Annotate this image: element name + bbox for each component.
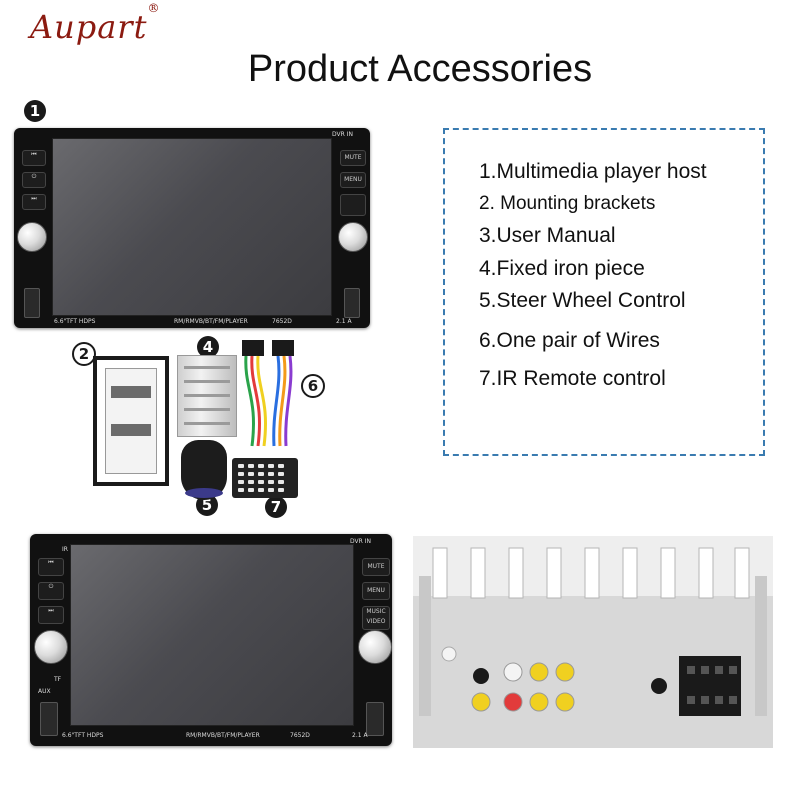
screen-spec-label: 6.6"TFT HDPS	[62, 732, 104, 739]
head-unit-top: ⏮ ⏻ ⏭ MUTE MENU DVR IN 6.6"TFT HDPS RM/R…	[14, 128, 370, 328]
menu-button-label: MENU	[340, 172, 366, 188]
volume-knob	[17, 222, 47, 252]
mode-button: ⏻	[22, 172, 46, 188]
fixed-iron-piece-image	[177, 355, 237, 437]
usb-slot	[366, 702, 384, 736]
mode-button: ⏻	[38, 582, 64, 600]
brand-logo: Aupart®	[30, 1, 160, 46]
tf-slot	[24, 288, 40, 318]
menu-button-label: MENU	[362, 582, 390, 600]
music-video-button	[340, 194, 366, 216]
list-item: 3.User Manual	[479, 224, 616, 247]
player-spec-label: RM/RMVB/BT/FM/PLAYER	[186, 732, 260, 739]
usb-rating-label: 2.1 A	[352, 732, 368, 739]
player-spec-label: RM/RMVB/BT/FM/PLAYER	[174, 318, 248, 325]
callout-1: 1	[24, 100, 46, 122]
mute-button-label: MUTE	[340, 150, 366, 166]
callout-6: 6	[301, 374, 325, 398]
list-item: 4.Fixed iron piece	[479, 257, 645, 280]
aux-label: AUX	[38, 688, 51, 695]
callout-7: 7	[265, 496, 287, 518]
tf-slot	[40, 702, 58, 736]
prev-button: ⏮	[38, 558, 64, 576]
ir-label: IR	[62, 546, 68, 553]
manual-photo-1	[111, 386, 151, 398]
accessories-list: 1.Multimedia player host 2. Mounting bra…	[443, 128, 765, 456]
registered-mark: ®	[147, 1, 161, 16]
head-unit-front: ⏮ ⏻ ⏭ IR AUX TF MUTE MENU MUSIC VIDEO DV…	[30, 534, 392, 746]
manual-photo-2	[111, 424, 151, 436]
music-video-label: MUSIC VIDEO	[362, 606, 390, 630]
list-item: 7.IR Remote control	[479, 367, 666, 390]
head-unit-top-screen	[52, 138, 332, 316]
prev-button: ⏮	[22, 150, 46, 166]
ir-remote-image	[232, 458, 298, 498]
steering-wheel-control-image	[181, 440, 227, 500]
dvr-in-label: DVR IN	[350, 538, 371, 545]
dvr-in-label: DVR IN	[332, 131, 353, 138]
list-item: 6.One pair of Wires	[479, 329, 660, 352]
next-button: ⏭	[38, 606, 64, 624]
screen-spec-label: 6.6"TFT HDPS	[54, 318, 96, 325]
head-unit-rear-panel	[413, 536, 773, 748]
model-label: 7652D	[290, 732, 310, 739]
manual-cover	[105, 368, 157, 474]
user-manual-image	[93, 356, 169, 486]
wire-harness-image	[242, 340, 294, 447]
tune-knob	[338, 222, 368, 252]
usb-slot	[344, 288, 360, 318]
model-label: 7652D	[272, 318, 292, 325]
brand-name: Aupart	[30, 8, 148, 46]
steering-mount-ring	[185, 488, 223, 498]
head-unit-front-screen	[70, 544, 354, 726]
callout-4: 4	[197, 336, 219, 358]
list-item: 5.Steer Wheel Control	[479, 289, 686, 312]
tune-knob	[358, 630, 392, 664]
page-title: Product Accessories	[247, 48, 593, 90]
usb-rating-label: 2.1 A	[336, 318, 352, 325]
rear-panel-drawing	[413, 536, 773, 748]
list-item: 1.Multimedia player host	[479, 160, 707, 183]
list-item: 2. Mounting brackets	[479, 193, 656, 214]
volume-knob	[34, 630, 68, 664]
callout-2: 2	[72, 342, 96, 366]
tf-label: TF	[54, 676, 62, 683]
next-button: ⏭	[22, 194, 46, 210]
mute-button-label: MUTE	[362, 558, 390, 576]
